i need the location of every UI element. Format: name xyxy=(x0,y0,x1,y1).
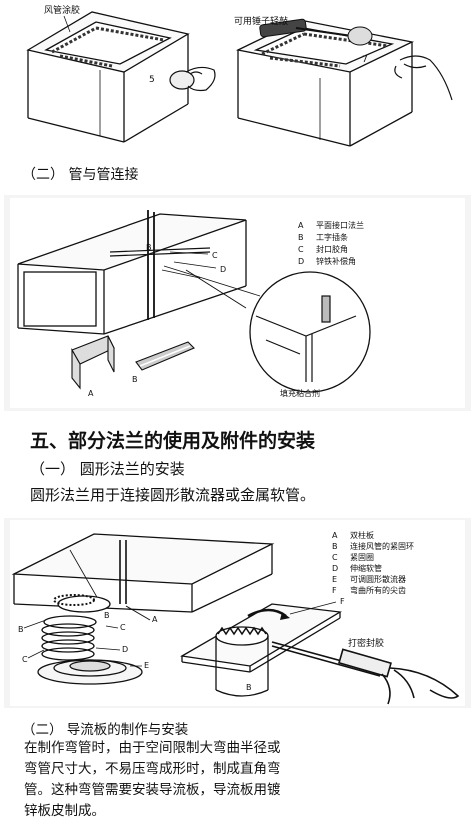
top-figure: 风管涂胶 5 可用锤子轻敲 xyxy=(0,0,475,155)
round-callout-f: F xyxy=(340,597,345,606)
round-callout-c-left: C xyxy=(22,655,28,664)
sealant-label: 填充粘合剂 xyxy=(280,388,320,398)
round-callout-d: D xyxy=(122,645,128,654)
round-legend-f-key: F xyxy=(332,586,337,595)
round-legend-d-text: 伸缩软管 xyxy=(350,563,382,573)
round-legend-e-key: E xyxy=(332,575,337,584)
pipe-legend-a-text: 平面接口法兰 xyxy=(316,220,364,230)
round-legend-f-text: 弯曲所有的尖齿 xyxy=(350,585,406,595)
round-legend-a-text: 双柱板 xyxy=(350,530,374,540)
right-callout: 7 xyxy=(362,55,368,65)
section-pipe-heading: （二） 管与管连接 xyxy=(22,167,139,183)
left-callout: 5 xyxy=(149,75,155,85)
section5-title: 五、部分法兰的使用及附件的安装 xyxy=(30,430,316,452)
guide-line-2: 弯管尺寸大，不易压弯成形时，制成直角弯 xyxy=(24,761,281,777)
left-figure-label: 风管涂胶 xyxy=(44,4,80,16)
section-guide-heading: （二） 导流板的制作与安装 xyxy=(22,722,189,738)
pipe-legend-a-key: A xyxy=(298,221,304,230)
pipe-legend-b-key: B xyxy=(298,233,304,242)
round-figure: A B C B C D E A 双柱板 B 连接风管的紧固环 C 紧固圈 D 伸… xyxy=(10,520,465,706)
round-callout-a: A xyxy=(152,615,158,624)
round-callout-b-right: B xyxy=(246,683,252,692)
round-callout-b-mid: B xyxy=(104,611,110,620)
duct-gluing-illustration: 风管涂胶 5 可用锤子轻敲 xyxy=(26,4,453,147)
pipe-callout-b: B xyxy=(146,243,152,252)
section-guide-paragraph: 在制作弯管时，由于空间限制大弯曲半径或 弯管尺寸大，不易压弯成形时，制成直角弯 … xyxy=(24,738,464,822)
pipe-connection-illustration: B C D A 平面接口法兰 B 工字插条 C 封口胶角 D 锌铁补偿角 填充粘… xyxy=(17,210,371,398)
right-figure-label: 可用锤子轻敲 xyxy=(234,15,288,27)
pipe-legend-c-key: C xyxy=(298,245,304,254)
pipe-figure: B C D A 平面接口法兰 B 工字插条 C 封口胶角 D 锌铁补偿角 填充粘… xyxy=(10,198,465,408)
round-legend-b-key: B xyxy=(332,542,338,551)
pipe-legend-b-text: 工字插条 xyxy=(316,232,348,242)
part-b-label: B xyxy=(132,375,138,384)
guide-line-4: 锌板皮制成。 xyxy=(24,803,105,819)
round-legend-d-key: D xyxy=(332,564,338,573)
pipe-callout-d: D xyxy=(220,265,226,274)
round-legend-a-key: A xyxy=(332,531,338,540)
pipe-legend-d-key: D xyxy=(298,257,304,266)
round-callout-c-right: C xyxy=(120,623,126,632)
round-legend-c-key: C xyxy=(332,553,338,562)
pipe-callout-c: C xyxy=(212,251,218,260)
guide-line-1: 在制作弯管时，由于空间限制大弯曲半径或 xyxy=(24,740,281,756)
section5-description: 圆形法兰用于连接圆形散流器或金属软管。 xyxy=(30,486,316,504)
round-flange-illustration: A B C B C D E A 双柱板 B 连接风管的紧固环 C 紧固圈 D 伸… xyxy=(11,530,460,705)
round-legend-b-text: 连接风管的紧固环 xyxy=(350,541,414,551)
round-legend-e-text: 可调圆形散流器 xyxy=(350,574,406,584)
pipe-legend-d-text: 锌铁补偿角 xyxy=(316,256,356,266)
round-callout-e: E xyxy=(144,661,149,670)
part-a-label: A xyxy=(88,389,94,398)
seal-label: 打密封胶 xyxy=(348,637,384,649)
guide-line-3: 管。这种弯管需要安装导流板，导流板用镀 xyxy=(24,782,281,798)
round-callout-b-left: B xyxy=(18,625,24,634)
pipe-legend-c-text: 封口胶角 xyxy=(316,244,348,254)
section5-subheading: （一） 圆形法兰的安装 xyxy=(30,460,185,478)
round-legend-c-text: 紧固圈 xyxy=(350,553,374,562)
